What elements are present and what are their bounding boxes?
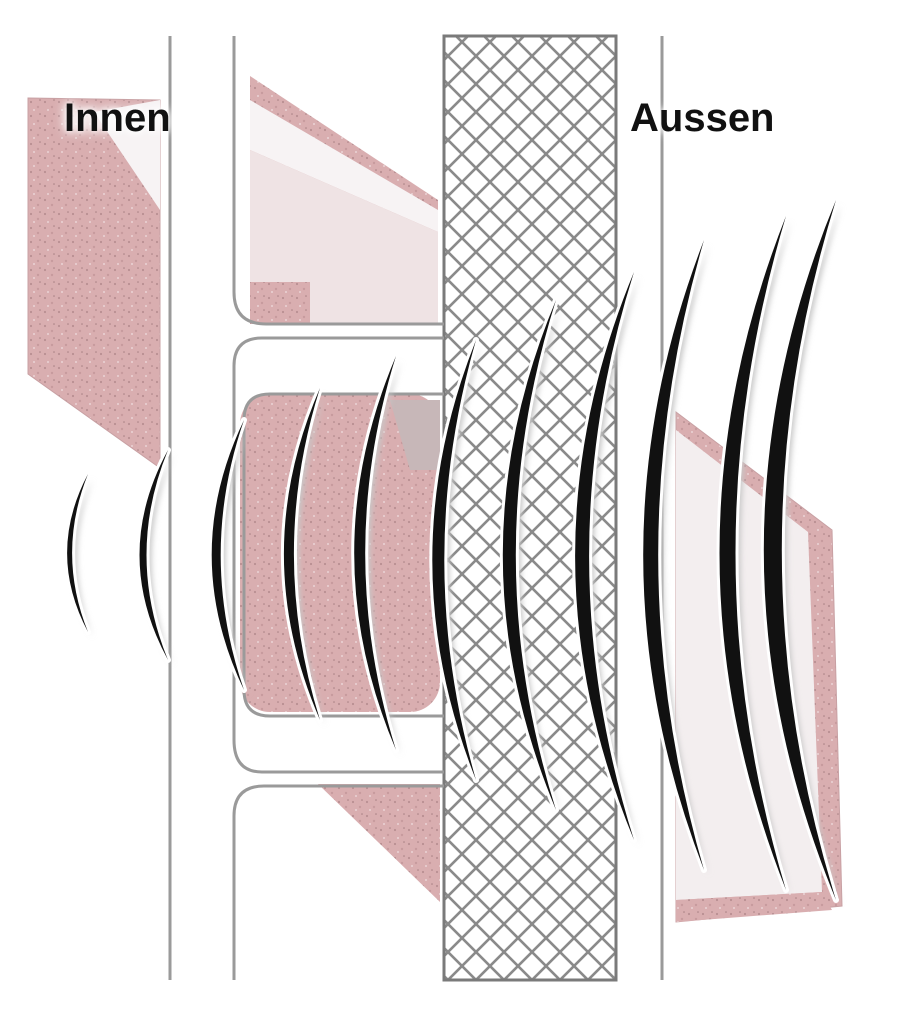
sound-waves xyxy=(64,197,841,905)
inner-brick xyxy=(27,97,161,469)
sound-wave-arc xyxy=(432,340,476,780)
sound-wave-arc xyxy=(283,388,320,720)
outside-label: Aussen xyxy=(630,96,775,140)
sound-wave-arc xyxy=(139,450,168,660)
sound-wave-arc xyxy=(67,474,88,632)
middle-brick xyxy=(240,394,440,712)
sound-wave-arc xyxy=(719,216,786,890)
sound-wave-arc xyxy=(643,240,704,870)
sound-wave-arc xyxy=(354,356,396,750)
sound-wave-arc xyxy=(211,420,244,690)
sound-wave-arc xyxy=(575,272,634,840)
upper-middle-brick xyxy=(250,76,438,324)
inside-label: Innen xyxy=(64,96,171,140)
wall-outlines xyxy=(168,36,664,980)
sound-wave-arc xyxy=(502,300,556,810)
sound-wave-arc xyxy=(763,200,836,900)
lower-middle-brick xyxy=(318,784,440,902)
